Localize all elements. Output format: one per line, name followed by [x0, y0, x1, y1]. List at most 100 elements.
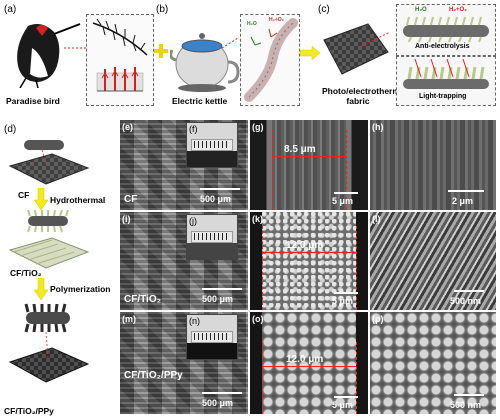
- anti-electrolysis-label: Anti-electrolysis: [415, 43, 470, 50]
- dimension-arrow: [272, 156, 346, 157]
- scale-bar: [334, 192, 358, 194]
- panel-letter-l: (l): [372, 214, 381, 224]
- electrode-coil-diagram: [244, 18, 298, 102]
- panel-letter-e: (e): [122, 122, 133, 132]
- fabric-sample-image: [187, 151, 237, 167]
- kettle-h2o-label: H₂O: [247, 21, 257, 27]
- fabric-sample-image: [187, 343, 237, 359]
- sem-inset-j: (j): [186, 214, 238, 260]
- scale-bar: [202, 392, 242, 394]
- fabric-sample-image: [187, 243, 237, 259]
- panel-letter-o: (o): [252, 314, 264, 324]
- fiber-diameter-label-o: 12.0 μm: [286, 354, 324, 365]
- fiber-texture: [272, 120, 346, 210]
- plus-sign: [154, 44, 168, 58]
- process-cf-label: CF: [18, 190, 30, 200]
- panel-letter-h: (h): [372, 122, 384, 132]
- cf-tio2-fabric-diagram: [8, 210, 90, 269]
- down-arrow-icon: [34, 278, 48, 300]
- anti-h2o2-label: H₂+O₂: [449, 7, 467, 13]
- dimension-line-right: [356, 226, 357, 310]
- sem-inset-n: (n): [186, 314, 238, 360]
- scale-label-j: 500 μm: [202, 294, 234, 304]
- scale-bar: [200, 188, 240, 190]
- sem-panel-p: (p) 500 nm: [370, 312, 496, 414]
- panel-letter-j: (j): [189, 216, 197, 226]
- panel-letter-f: (f): [189, 124, 198, 134]
- scale-label-o: 5 μm: [332, 400, 354, 410]
- ruler-image: [191, 331, 233, 343]
- scale-bar: [334, 396, 358, 398]
- panel-letter-a: (a): [4, 4, 17, 15]
- row3-material-label: CF/TiO₂/PPy: [124, 370, 183, 381]
- fabric-caption: Photo/electrothermal fabric: [322, 86, 408, 106]
- process-hydrothermal-label: Hydrothermal: [50, 195, 106, 205]
- bird-caption: Paradise bird: [6, 96, 60, 106]
- scale-label-h: 2 μm: [452, 196, 474, 206]
- sem-panel-h: (h) 2 μm: [370, 120, 496, 210]
- process-cf-tio2-ppy-label: CF/TiO₂/PPy: [4, 406, 54, 416]
- scale-bar: [448, 190, 484, 192]
- dimension-line-left: [272, 130, 273, 210]
- ruler-image: [191, 231, 233, 243]
- fabric-illustration: [323, 23, 390, 75]
- panel-letter-n: (n): [189, 316, 200, 326]
- kettle-h2o2-label: H₂+O₂: [269, 17, 284, 23]
- sem-inset-f: (f): [186, 122, 238, 168]
- fabric-caption-line2: fabric: [346, 96, 370, 106]
- sem-panel-l: (l) 500 nm: [370, 212, 496, 310]
- panel-letter-g: (g): [252, 122, 264, 132]
- sem-panel-k: (k) 12.0 μm 5 μm: [250, 212, 368, 310]
- fiber-diameter-label-g: 8.5 μm: [284, 144, 316, 155]
- scale-label-k: 5 μm: [332, 296, 354, 306]
- row1-material-label: CF: [124, 194, 138, 205]
- scale-label-n: 500 μm: [202, 398, 234, 408]
- fiber-diameter-label-k: 12.0 μm: [286, 240, 324, 251]
- scale-label-p: 500 nm: [450, 400, 482, 410]
- paradise-bird-illustration: [17, 23, 88, 88]
- light-trapping-diagram: [403, 59, 489, 89]
- process-polymerization-label: Polymerization: [50, 284, 111, 294]
- coated-fiber-diagram: [403, 16, 489, 43]
- panel-letter-i: (i): [122, 214, 131, 224]
- sem-panel-o: (o) 12.0 μm 5 μm: [250, 312, 368, 414]
- dimension-line-left: [262, 226, 263, 310]
- panel-letter-p: (p): [372, 314, 384, 324]
- scale-label-g: 5 μm: [332, 196, 354, 206]
- sem-panel-i: (i) CF/TiO₂ 500 μm: [120, 212, 248, 310]
- panel-letter-k: (k): [252, 214, 263, 224]
- process-cf-tio2-label: CF/TiO₂: [10, 268, 42, 278]
- panel-letter-d: (d): [4, 124, 17, 135]
- scale-label-l: 500 nm: [450, 296, 482, 306]
- row2-material-label: CF/TiO₂: [124, 294, 162, 305]
- feather-structure-diagram: [92, 18, 148, 92]
- panel-letter-b: (b): [156, 4, 169, 15]
- scale-bar: [202, 288, 242, 290]
- down-arrow-icon: [34, 188, 48, 210]
- panel-letter-m: (m): [122, 314, 136, 324]
- light-trapping-label: Light-trapping: [419, 93, 467, 100]
- feather-detail-box: [86, 14, 154, 106]
- ruler-image: [191, 139, 233, 151]
- dimension-arrow: [262, 366, 356, 367]
- scale-bar: [454, 394, 484, 396]
- kettle-caption: Electric kettle: [172, 96, 228, 106]
- anti-h2o-label: H₂O: [415, 7, 427, 13]
- scale-label-e: 500 μm: [200, 194, 232, 204]
- right-arrow-icon: [300, 46, 320, 60]
- light-trapping-box: Light-trapping: [396, 56, 496, 106]
- panel-letter-c: (c): [318, 4, 330, 15]
- sem-panel-g: (g) 8.5 μm 5 μm: [250, 120, 368, 210]
- dimension-line-right: [346, 130, 347, 210]
- cf-fabric-diagram: [8, 140, 90, 185]
- cf-tio2-ppy-fabric-diagram: [8, 303, 90, 383]
- dimension-line-left: [262, 342, 263, 414]
- fabric-caption-line1: Photo/electrothermal: [322, 86, 408, 96]
- electric-kettle-illustration: [170, 33, 240, 92]
- scale-bar: [334, 292, 358, 294]
- scale-bar: [454, 290, 484, 292]
- anti-electrolysis-box: H₂O H₂+O₂ Anti-electrolysis: [396, 4, 496, 56]
- dimension-line-right: [356, 342, 357, 414]
- dimension-arrow: [262, 252, 356, 253]
- electrode-detail-box: H₂O H₂+O₂: [240, 14, 300, 106]
